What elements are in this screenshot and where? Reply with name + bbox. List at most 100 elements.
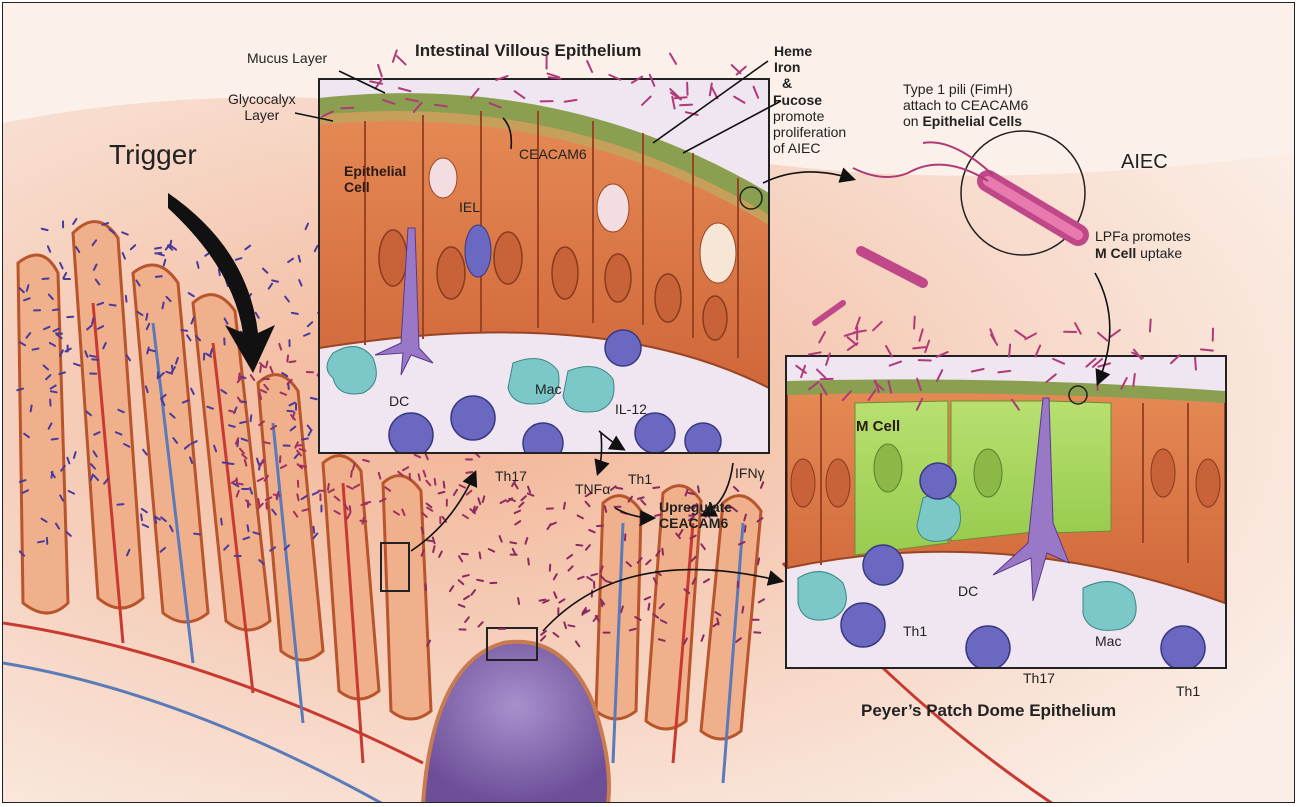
il12-label: IL-12 <box>615 401 647 417</box>
bacterium-icon <box>698 486 699 492</box>
ampersand-label: & <box>782 75 792 91</box>
bacterium-icon <box>462 554 468 555</box>
bacterium-icon <box>433 546 434 552</box>
bacterium-icon <box>518 598 519 604</box>
bacterium-icon <box>155 517 156 523</box>
bacterium-icon <box>653 487 659 488</box>
glycocalyx-layer-label: Glycocalyx Layer <box>228 91 296 123</box>
peyers-dc-label: DC <box>958 583 978 599</box>
bacterium-icon <box>311 398 317 399</box>
ceacam6-label: CEACAM6 <box>519 146 587 162</box>
bacterium-icon <box>688 493 694 494</box>
bacterium-icon <box>1201 349 1213 350</box>
promote-proliferation-label: promote proliferation of AIEC <box>773 108 846 156</box>
bacterium-icon <box>117 504 123 505</box>
bacterium-icon <box>240 422 246 423</box>
bacterium-icon <box>913 347 925 348</box>
bacterium-icon <box>156 276 162 277</box>
bacterium-icon <box>410 474 411 480</box>
bacterium-icon <box>742 607 743 613</box>
bacterium-icon <box>287 356 288 362</box>
bacterium-icon <box>540 600 546 601</box>
upregulate-ceacam6-label: Upregulate CEACAM6 <box>659 499 732 531</box>
bacterium-icon <box>33 348 39 349</box>
bacterium-icon <box>419 474 420 480</box>
tnfa-label: TNFα <box>575 481 610 497</box>
bacterium-icon <box>477 580 483 581</box>
bacterium-icon <box>172 366 173 372</box>
bacterium-icon <box>616 488 622 489</box>
bacterium-icon <box>605 506 606 512</box>
lpfa-label: LPFa promotes <box>1095 228 1191 244</box>
bacterium-icon <box>466 472 472 473</box>
bacterium-icon <box>42 229 48 230</box>
bacterium-icon <box>146 314 147 320</box>
bacterium-icon <box>258 499 259 505</box>
th17-label: Th17 <box>495 468 527 484</box>
bacterium-icon <box>425 584 426 590</box>
bacterium-icon <box>328 484 329 490</box>
bacterium-icon <box>239 373 240 379</box>
bacterium-icon <box>251 415 252 421</box>
bacterium-icon <box>351 471 352 477</box>
m-cell-uptake-label: M Cell uptake <box>1095 245 1182 261</box>
bacterium-icon <box>435 479 436 485</box>
bacterium-icon <box>601 600 602 606</box>
bacterium-icon <box>625 534 626 540</box>
ifng-label: IFNγ <box>735 465 765 481</box>
bacterium-icon <box>313 527 314 533</box>
bacterium-icon <box>274 495 280 496</box>
peyers-mac-label: Mac <box>1095 633 1121 649</box>
bacterium-icon <box>444 482 445 488</box>
bacterium-icon <box>292 313 298 314</box>
bacterium-icon <box>181 330 187 331</box>
iron-label: Iron <box>774 59 800 75</box>
bacterium-icon <box>38 541 44 542</box>
bacterium-icon <box>126 296 127 302</box>
bacterium-icon <box>247 525 248 531</box>
bacterium-icon <box>1195 358 1196 370</box>
bacterium-icon <box>758 558 759 564</box>
m-cell-label: M Cell <box>856 418 900 435</box>
bacterium-icon <box>662 549 663 555</box>
bacterium-icon <box>510 542 516 543</box>
bacterium-icon <box>528 559 529 565</box>
bacterium-icon <box>427 540 433 541</box>
bacterium-icon <box>52 439 58 440</box>
bacterium-icon <box>302 438 308 439</box>
dc-label: DC <box>389 393 409 409</box>
bacterium-icon <box>221 519 222 525</box>
bacterium-icon <box>1150 320 1151 332</box>
bacterium-icon <box>1009 345 1010 357</box>
bacterium-icon <box>299 256 300 262</box>
bacterium-icon <box>264 442 270 443</box>
bacterium-icon <box>364 502 370 503</box>
bacterium-icon <box>564 503 565 509</box>
bacterium-icon <box>141 514 142 520</box>
bacterium-icon <box>914 317 915 329</box>
epithelial-cells-emphasis: Epithelial Cells <box>922 113 1022 129</box>
bacterium-icon <box>463 575 469 576</box>
trigger-label: Trigger <box>109 139 197 171</box>
m-cell-emphasis: M Cell <box>1095 245 1136 261</box>
bacterium-icon <box>290 361 296 362</box>
peyers-th1b-label: Th1 <box>1176 683 1200 699</box>
peyers-patch-panel <box>786 356 1226 670</box>
bacterium-icon <box>648 604 649 610</box>
villous-epithelium-panel <box>319 79 769 463</box>
mucus-layer-label: Mucus Layer <box>247 50 327 66</box>
bacterium-icon <box>51 391 57 392</box>
peyers-patch-title: Peyer’s Patch Dome Epithelium <box>861 701 1116 721</box>
bacterium-icon <box>341 108 353 109</box>
bacterium-icon <box>717 619 718 625</box>
bacterium-icon <box>362 518 363 524</box>
bacterium-icon <box>260 393 261 399</box>
bacterium-icon <box>260 366 261 372</box>
epithelial-cell-label: Epithelial Cell <box>344 163 406 195</box>
bacterium-icon <box>479 552 480 558</box>
peyers-th17-label: Th17 <box>1023 670 1055 686</box>
fucose-label: Fucose <box>773 92 822 108</box>
bacterium-icon <box>162 303 163 309</box>
bacterium-icon <box>266 362 267 368</box>
bacterium-icon <box>350 506 351 512</box>
